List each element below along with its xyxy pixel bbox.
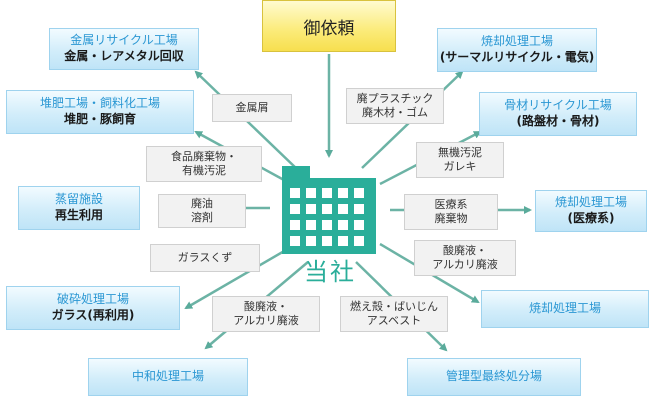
facility-title: 焼却処理工場 (528, 301, 601, 316)
waste-label-oil: 廃油 溶剤 (158, 194, 246, 228)
facility-subtitle: (路盤材・骨材) (516, 114, 600, 128)
facility-title: 骨材リサイクル工場 (504, 98, 612, 113)
facility-crushing: 破砕処理工場 ガラス(再利用) (6, 286, 180, 330)
waste-label-line: 燃え殻・ばいじん (350, 300, 438, 314)
waste-label-line: 金属屑 (235, 101, 269, 115)
facility-title: 管理型最終処分場 (445, 369, 542, 384)
waste-label-line: アスベスト (366, 314, 422, 327)
company-building-icon (282, 166, 376, 254)
company-label: 当社 (304, 258, 356, 286)
facility-subtitle: (医療系) (567, 211, 615, 225)
facility-subtitle: (サーマルリサイクル・電気) (439, 50, 595, 64)
facility-title: 中和処理工場 (131, 369, 204, 384)
waste-label-line: 無機汚泥 (438, 146, 482, 160)
waste-label-line: 有機汚泥 (182, 164, 226, 177)
facility-subtitle: ガラス(再利用) (51, 308, 135, 322)
facility-incineration-thermal: 焼却処理工場 (サーマルリサイクル・電気) (437, 28, 597, 72)
waste-label-scrap-metal: 金属屑 (212, 94, 292, 122)
waste-label-line: 酸廃液・ (244, 300, 288, 314)
facility-title: 焼却処理工場 (554, 195, 627, 210)
waste-label-acid-right: 酸廃液・ アルカリ廃液 (414, 240, 516, 276)
waste-label-line: ガレキ (443, 160, 477, 173)
facility-title: 金属リサイクル工場 (70, 33, 178, 48)
waste-label-line: 溶剤 (191, 211, 213, 224)
facility-distillation: 蒸留施設 再生利用 (18, 186, 140, 230)
facility-landfill: 管理型最終処分場 (407, 358, 581, 396)
waste-label-glass: ガラスくず (150, 244, 260, 272)
facility-compost: 堆肥工場・飼料化工場 堆肥・豚飼育 (6, 90, 194, 134)
facility-title: 堆肥工場・飼料化工場 (39, 96, 160, 111)
facility-title: 焼却処理工場 (480, 34, 553, 49)
waste-label-medical: 医療系 廃棄物 (404, 194, 498, 230)
facility-neutralization: 中和処理工場 (88, 358, 248, 396)
waste-label-line: 廃棄物 (434, 212, 468, 225)
facility-metal-recycling: 金属リサイクル工場 金属・レアメタル回収 (49, 28, 199, 70)
waste-label-plastic: 廃プラスチック 廃木材・ゴム (346, 88, 444, 124)
request-box: 御依頼 (262, 0, 396, 52)
waste-label-food: 食品廃棄物・ 有機汚泥 (146, 146, 262, 182)
facility-subtitle: 堆肥・豚飼育 (63, 112, 136, 126)
facility-incineration-medical: 焼却処理工場 (医療系) (535, 190, 647, 232)
waste-label-line: 食品廃棄物・ (171, 150, 237, 164)
waste-label-line: 廃プラスチック (356, 92, 434, 106)
facility-incineration: 焼却処理工場 (481, 290, 649, 328)
waste-label-line: 廃油 (191, 197, 213, 211)
waste-label-ash: 燃え殻・ばいじん アスベスト (340, 296, 448, 332)
waste-label-line: 廃木材・ゴム (362, 106, 428, 119)
waste-label-line: アルカリ廃液 (233, 314, 299, 327)
waste-label-line: 酸廃液・ (443, 244, 487, 258)
facility-title: 破砕処理工場 (56, 292, 129, 307)
facility-aggregate-recycling: 骨材リサイクル工場 (路盤材・骨材) (479, 92, 637, 136)
facility-subtitle: 金属・レアメタル回収 (64, 49, 184, 63)
waste-label-line: ガラスくず (177, 251, 233, 265)
waste-label-line: 医療系 (434, 198, 468, 212)
waste-label-acid-left: 酸廃液・ アルカリ廃液 (212, 296, 320, 332)
arrow-crush (184, 248, 287, 310)
request-label: 御依頼 (303, 18, 355, 39)
waste-label-line: アルカリ廃液 (432, 258, 498, 271)
facility-title: 蒸留施設 (54, 192, 103, 207)
facility-subtitle: 再生利用 (54, 208, 103, 222)
waste-label-inorganic: 無機汚泥 ガレキ (416, 142, 504, 178)
